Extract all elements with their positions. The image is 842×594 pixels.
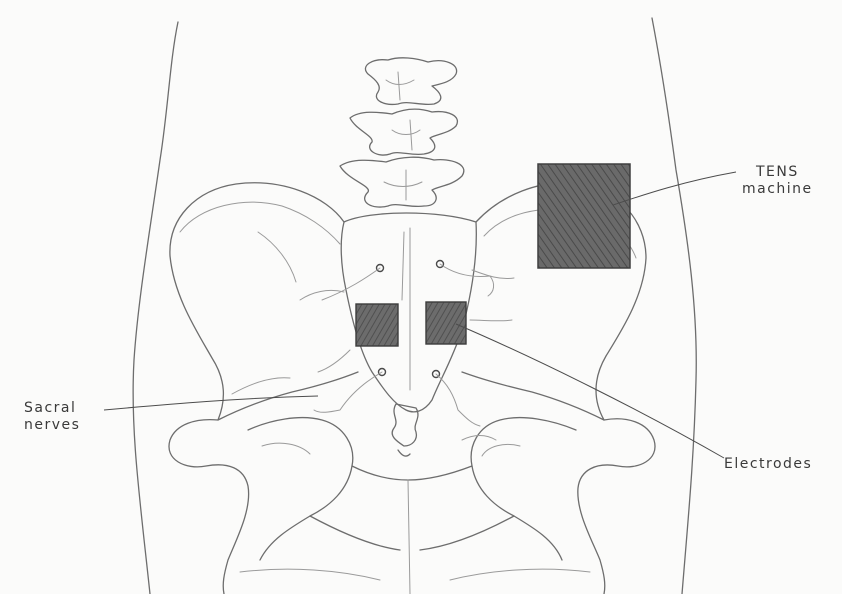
lumbar-spine xyxy=(340,58,464,207)
left-hip-joint xyxy=(169,420,249,594)
electrodes-leader-line xyxy=(456,324,724,458)
electrode-left xyxy=(356,304,398,346)
sacral-nerves xyxy=(314,264,512,426)
tens-machine xyxy=(538,164,630,268)
electrodes-label: Electrodes xyxy=(724,456,812,473)
sacral-leader-line xyxy=(104,396,318,410)
tens-leader-line xyxy=(613,172,736,205)
pubis xyxy=(352,466,472,480)
sacral-label-line2: nerves xyxy=(24,417,80,434)
body-outline-left xyxy=(133,22,178,594)
electrodes-label-text: Electrodes xyxy=(724,456,812,473)
right-hip-joint xyxy=(578,419,655,594)
tens-label-line2: machine xyxy=(742,181,813,198)
body-outline-right xyxy=(652,18,696,594)
electrode-right xyxy=(426,302,466,344)
coccyx xyxy=(392,404,418,446)
sacral-label-line1: Sacral xyxy=(24,400,80,417)
tens-machine-label: TENS machine xyxy=(742,164,813,198)
sacral-nerves-label: Sacral nerves xyxy=(24,400,80,434)
left-ilium xyxy=(170,183,358,420)
tens-label-line1: TENS xyxy=(742,164,813,181)
